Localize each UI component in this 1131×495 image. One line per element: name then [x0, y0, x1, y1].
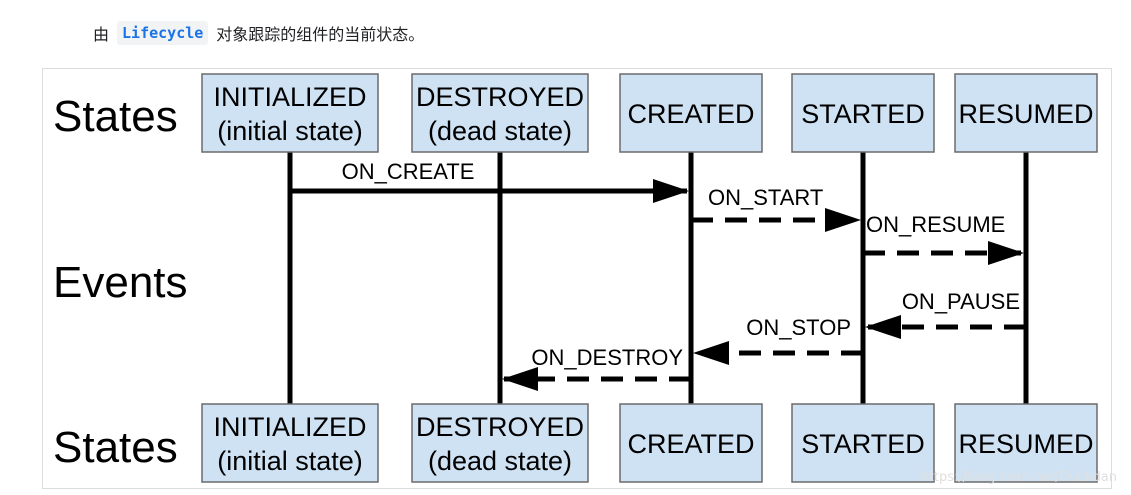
- lifecycle-diagram: INITIALIZED (initial state) DESTROYED (dead…: [42, 68, 1112, 489]
- row-label-states-top: States: [53, 92, 178, 141]
- state-box-rect: [411, 403, 589, 483]
- state-subtitle: (dead state): [428, 116, 572, 146]
- state-subtitle: (initial state): [217, 116, 363, 146]
- row-label-events: Events: [53, 258, 188, 307]
- state-box-rect: [791, 73, 935, 153]
- state-subtitle: (initial state): [217, 446, 363, 476]
- caption-prefix: 由: [93, 25, 110, 44]
- state-name: DESTROYED: [416, 82, 584, 112]
- state-box-rect: [619, 403, 763, 483]
- state-name: DESTROYED: [416, 412, 584, 442]
- event-label-on-start: ON_START: [708, 185, 823, 210]
- state-box-rect: [411, 73, 589, 153]
- state-box-started-bottom: STARTED: [791, 403, 935, 483]
- state-box-resumed-bottom: RESUMED: [954, 403, 1098, 483]
- state-box-resumed-top: RESUMED: [954, 73, 1098, 153]
- caption-suffix: 对象跟踪的组件的当前状态。: [216, 25, 425, 44]
- event-label-on-create: ON_CREATE: [342, 159, 475, 184]
- state-name: INITIALIZED: [213, 412, 366, 442]
- state-name: CREATED: [627, 99, 754, 129]
- state-name: STARTED: [801, 429, 925, 459]
- caption: 由 Lifecycle 对象跟踪的组件的当前状态。: [93, 20, 424, 46]
- state-box-rect: [201, 73, 379, 153]
- watermark: https://blog.csdn.net/Duckdan: [920, 470, 1117, 485]
- state-box-destroyed-top: DESTROYED (dead state): [411, 73, 589, 153]
- event-label-on-destroy: ON_DESTROY: [531, 345, 683, 370]
- event-label-on-resume: ON_RESUME: [866, 212, 1005, 237]
- state-box-created-bottom: CREATED: [619, 403, 763, 483]
- state-box-rect: [954, 73, 1098, 153]
- event-label-on-stop: ON_STOP: [746, 315, 851, 340]
- state-box-started-top: STARTED: [791, 73, 935, 153]
- state-box-rect: [201, 403, 379, 483]
- lifecycle-diagram-svg: INITIALIZED (initial state) DESTROYED (dead…: [53, 73, 1098, 483]
- state-name: RESUMED: [958, 429, 1093, 459]
- state-box-initialized-top: INITIALIZED (initial state): [201, 73, 379, 153]
- state-box-created-top: CREATED: [619, 73, 763, 153]
- state-name: STARTED: [801, 99, 925, 129]
- state-box-initialized-bottom: INITIALIZED (initial state): [201, 403, 379, 483]
- state-box-rect: [954, 403, 1098, 483]
- state-box-rect: [619, 73, 763, 153]
- state-box-destroyed-bottom: DESTROYED (dead state): [411, 403, 589, 483]
- state-box-rect: [791, 403, 935, 483]
- state-name: INITIALIZED: [213, 82, 366, 112]
- row-label-states-bottom: States: [53, 423, 178, 472]
- event-label-on-pause: ON_PAUSE: [902, 289, 1020, 314]
- state-subtitle: (dead state): [428, 446, 572, 476]
- caption-code: Lifecycle: [117, 21, 209, 45]
- state-name: CREATED: [627, 429, 754, 459]
- state-name: RESUMED: [958, 99, 1093, 129]
